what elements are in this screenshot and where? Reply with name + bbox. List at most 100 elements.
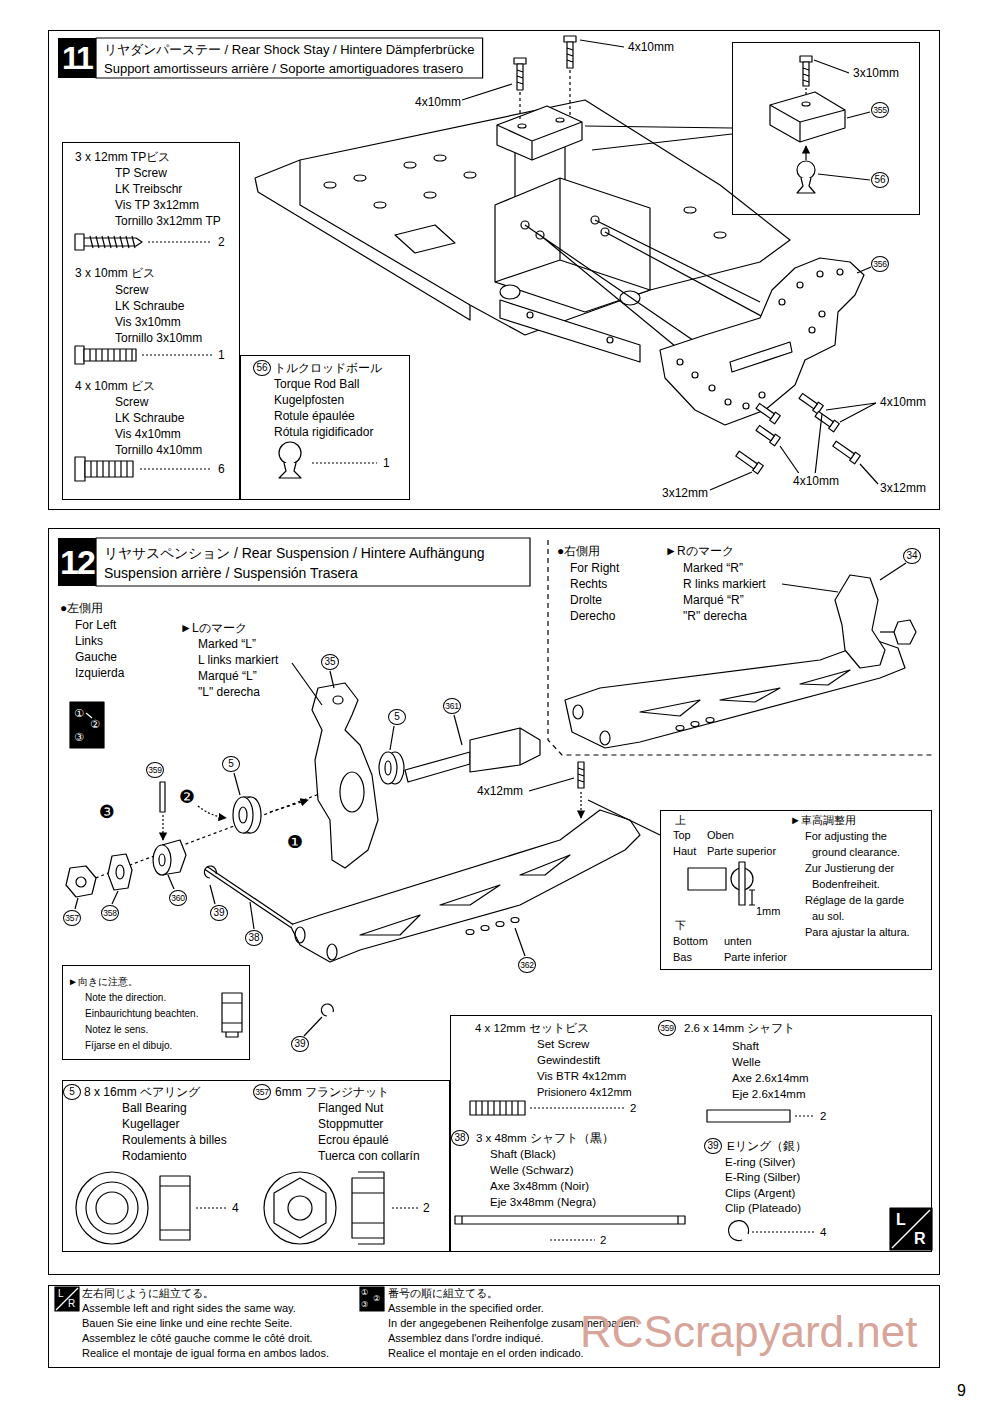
right-side-drawing xyxy=(706,718,714,723)
screw-drawing xyxy=(514,58,526,64)
adjust-drawing xyxy=(739,862,745,905)
part-text: 4 x 12mm セットビス xyxy=(475,1021,589,1036)
part-text: ►Rのマーク xyxy=(665,543,734,559)
callout-number: 360 xyxy=(169,890,187,906)
callout-number: ❷ xyxy=(179,787,195,807)
suspension-drawing xyxy=(327,944,337,960)
part-text: TP Screw xyxy=(115,165,167,181)
adjust-drawing xyxy=(749,890,755,905)
part-text: Fíjarse en el dibujo. xyxy=(85,1039,172,1052)
part-text: LK Treibschr xyxy=(115,181,182,197)
suspension-drawing xyxy=(160,782,165,812)
part-text: Vis 3x10mm xyxy=(115,314,181,330)
part-label: Marqué “L” xyxy=(197,668,258,684)
screw-drawing xyxy=(736,451,757,469)
part-text: Tuerca con collarín xyxy=(318,1148,420,1164)
part-text: Assemble in the specified order. xyxy=(388,1301,544,1315)
chassis-drawing xyxy=(677,359,683,365)
part-text: 4 x 10mm ビス xyxy=(75,378,155,394)
set-screw-icon xyxy=(470,1101,625,1115)
part-text: 下 xyxy=(675,918,686,932)
part-label: Links xyxy=(74,633,104,649)
suspension-drawing xyxy=(379,752,397,784)
part-text: Ball Bearing xyxy=(122,1100,187,1116)
chassis-drawing xyxy=(395,225,455,253)
part-text: 2 xyxy=(820,1109,826,1124)
inset-drawing xyxy=(803,68,809,82)
suspension-drawing xyxy=(159,854,165,866)
part-text: LK Schraube xyxy=(115,298,184,314)
leader-line xyxy=(782,584,838,592)
suspension-drawing xyxy=(198,806,226,818)
suspension-drawing xyxy=(321,1004,333,1016)
suspension-drawing xyxy=(519,728,520,765)
leader-line xyxy=(462,40,878,490)
watermark: RCScrapyard.net xyxy=(580,1307,917,1357)
icon-text: ③ xyxy=(74,731,84,744)
shaft-icon xyxy=(795,1115,815,1116)
part-text: Kugellager xyxy=(122,1116,179,1132)
screw-drawing xyxy=(832,440,861,464)
part-text: Haut xyxy=(673,844,696,858)
chassis-drawing xyxy=(759,392,765,398)
part-text: Eリング（銀） xyxy=(727,1139,807,1154)
part-label: 3x12mm xyxy=(661,485,709,501)
icon-text: ① xyxy=(361,1288,368,1297)
mirror-icon xyxy=(890,1208,932,1250)
leader-line xyxy=(454,715,462,745)
suspension-drawing xyxy=(405,752,470,782)
leader-line xyxy=(880,563,906,580)
e-ring-icon xyxy=(729,1221,749,1241)
chassis-drawing xyxy=(527,312,533,318)
leader-line xyxy=(826,403,876,422)
part-text: 2 xyxy=(423,1200,430,1216)
callout-number: 356 xyxy=(871,256,889,272)
leader-line xyxy=(292,663,322,705)
part-text: Note the direction. xyxy=(85,991,166,1004)
leader-line xyxy=(780,414,822,475)
callout-number: 56 xyxy=(253,360,271,376)
suspension-drawing xyxy=(270,800,308,812)
inset-drawing xyxy=(803,62,809,86)
suspension-drawing xyxy=(206,868,292,926)
part-text: 2.6 x 14mm シャフト xyxy=(684,1021,795,1036)
callout-number: 362 xyxy=(518,957,536,973)
callout-number: 38 xyxy=(451,1130,469,1146)
icon-text: ② xyxy=(90,718,100,731)
chassis-drawing xyxy=(518,124,526,128)
screw-drawing xyxy=(756,425,774,440)
suspension-drawing xyxy=(290,810,640,962)
leader-line xyxy=(710,472,752,490)
suspension-drawing xyxy=(470,728,540,772)
part-text: Oben xyxy=(707,828,734,842)
set-screw-icon xyxy=(530,1107,625,1108)
mirror-icon xyxy=(56,1288,78,1310)
chassis-drawing xyxy=(809,327,815,333)
icon-text: ② xyxy=(373,1294,380,1303)
screw-icon xyxy=(75,234,84,250)
part-text: 3 x 10mm ビス xyxy=(75,265,155,281)
chassis-drawing xyxy=(556,118,564,122)
callout-number: 5 xyxy=(222,756,240,772)
chassis-drawing xyxy=(464,172,476,178)
suspension-drawing xyxy=(481,926,489,931)
leader-line xyxy=(860,464,878,484)
e-ring-icon xyxy=(752,1231,815,1232)
chassis-drawing xyxy=(424,192,436,198)
part-label: "L" derecha xyxy=(197,684,261,700)
part-text: Rotule épaulée xyxy=(274,408,355,424)
note-box: ►向きに注意。Note the direction.Einbaurichtung… xyxy=(62,965,250,1060)
part-text: ►車高調整用 xyxy=(790,813,856,827)
chassis-drawing xyxy=(255,100,864,425)
callout-number: 357 xyxy=(253,1084,271,1100)
part-text: Welle xyxy=(732,1055,761,1070)
part-text: Assemble left and right sides the same w… xyxy=(82,1301,296,1315)
part-text: Vis 4x10mm xyxy=(115,426,181,442)
callout-number: ❸ xyxy=(99,802,115,822)
callout-number: ❶ xyxy=(287,832,303,852)
suspension-drawing xyxy=(66,866,96,897)
part-text: 6mm フランジナット xyxy=(275,1084,389,1100)
part-text: Vis BTR 4x12mm xyxy=(537,1069,626,1084)
parts-table: 58 x 16mm ベアリングBall BearingKugellagerRou… xyxy=(62,1080,450,1252)
part-text: Gewindestift xyxy=(537,1053,600,1068)
